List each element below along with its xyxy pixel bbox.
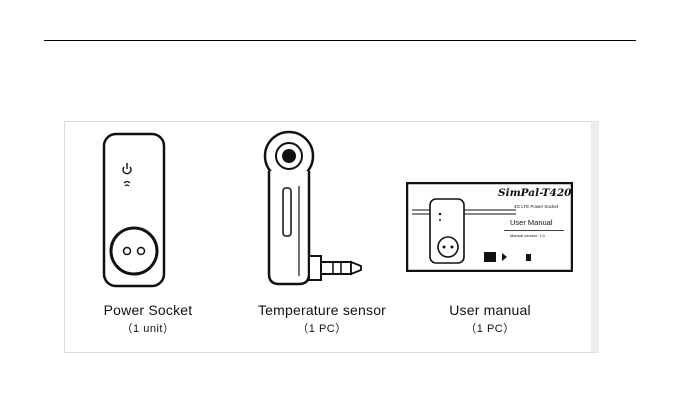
manual-tagline: 4G LTE Power Socket <box>514 204 558 209</box>
manual-version: Manual version: 1.0 <box>510 233 545 238</box>
item-name-user-manual: User manual <box>390 302 590 318</box>
item-qty-power-socket: （1 unit） <box>48 320 248 336</box>
header-rule <box>44 40 636 41</box>
temperature-sensor-illustration <box>263 126 369 291</box>
socket-outlet <box>111 228 157 274</box>
manual-brand: SimPal-T420 <box>498 187 571 199</box>
power-socket-illustration <box>100 131 170 291</box>
item-name-power-socket: Power Socket <box>48 302 248 318</box>
manual-title: User Manual <box>510 218 553 227</box>
user-manual-illustration: SimPal-T420 4G LTE Power Socket User Man… <box>406 182 573 272</box>
item-qty-user-manual: （1 PC） <box>390 320 590 336</box>
